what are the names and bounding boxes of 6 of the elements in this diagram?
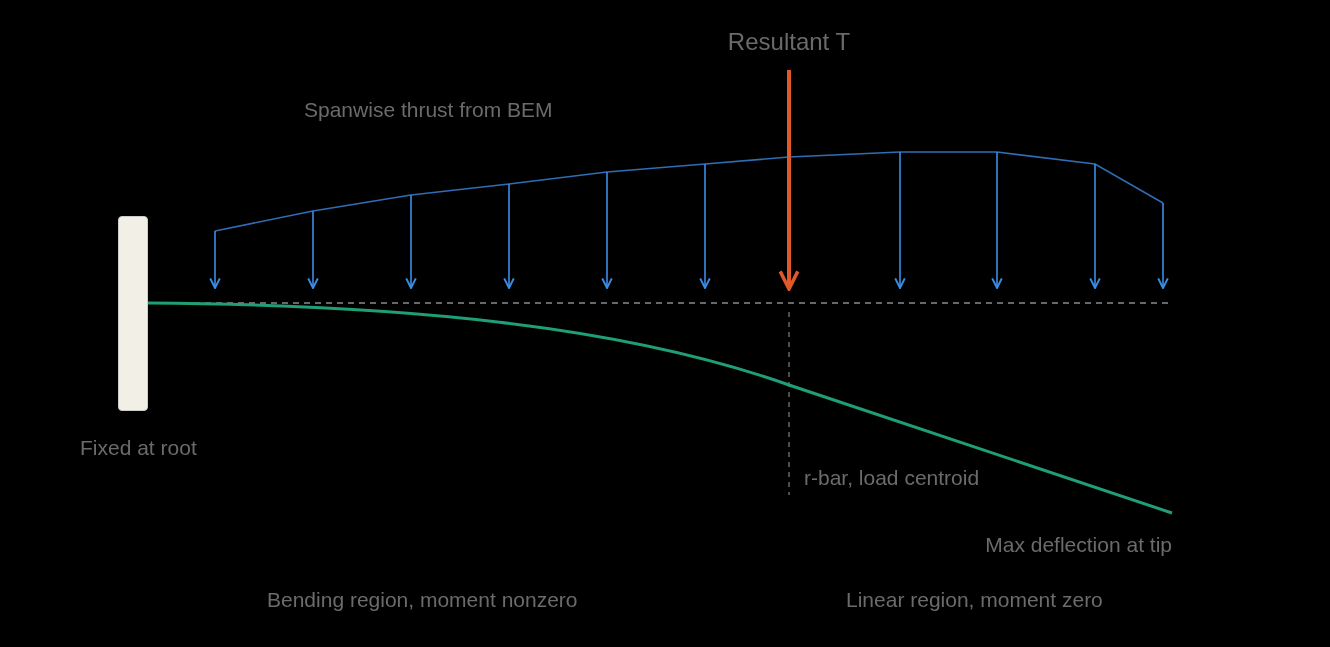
- region-label: Bending region, moment nonzero: [267, 588, 578, 612]
- annotation-label: Spanwise thrust from BEM: [304, 98, 553, 122]
- force-label: Resultant T: [727, 30, 851, 54]
- region-label: Linear region, moment zero: [846, 588, 1103, 612]
- annotation-label: Max deflection at tip: [985, 533, 1172, 557]
- support-caption: Fixed at root: [80, 436, 197, 460]
